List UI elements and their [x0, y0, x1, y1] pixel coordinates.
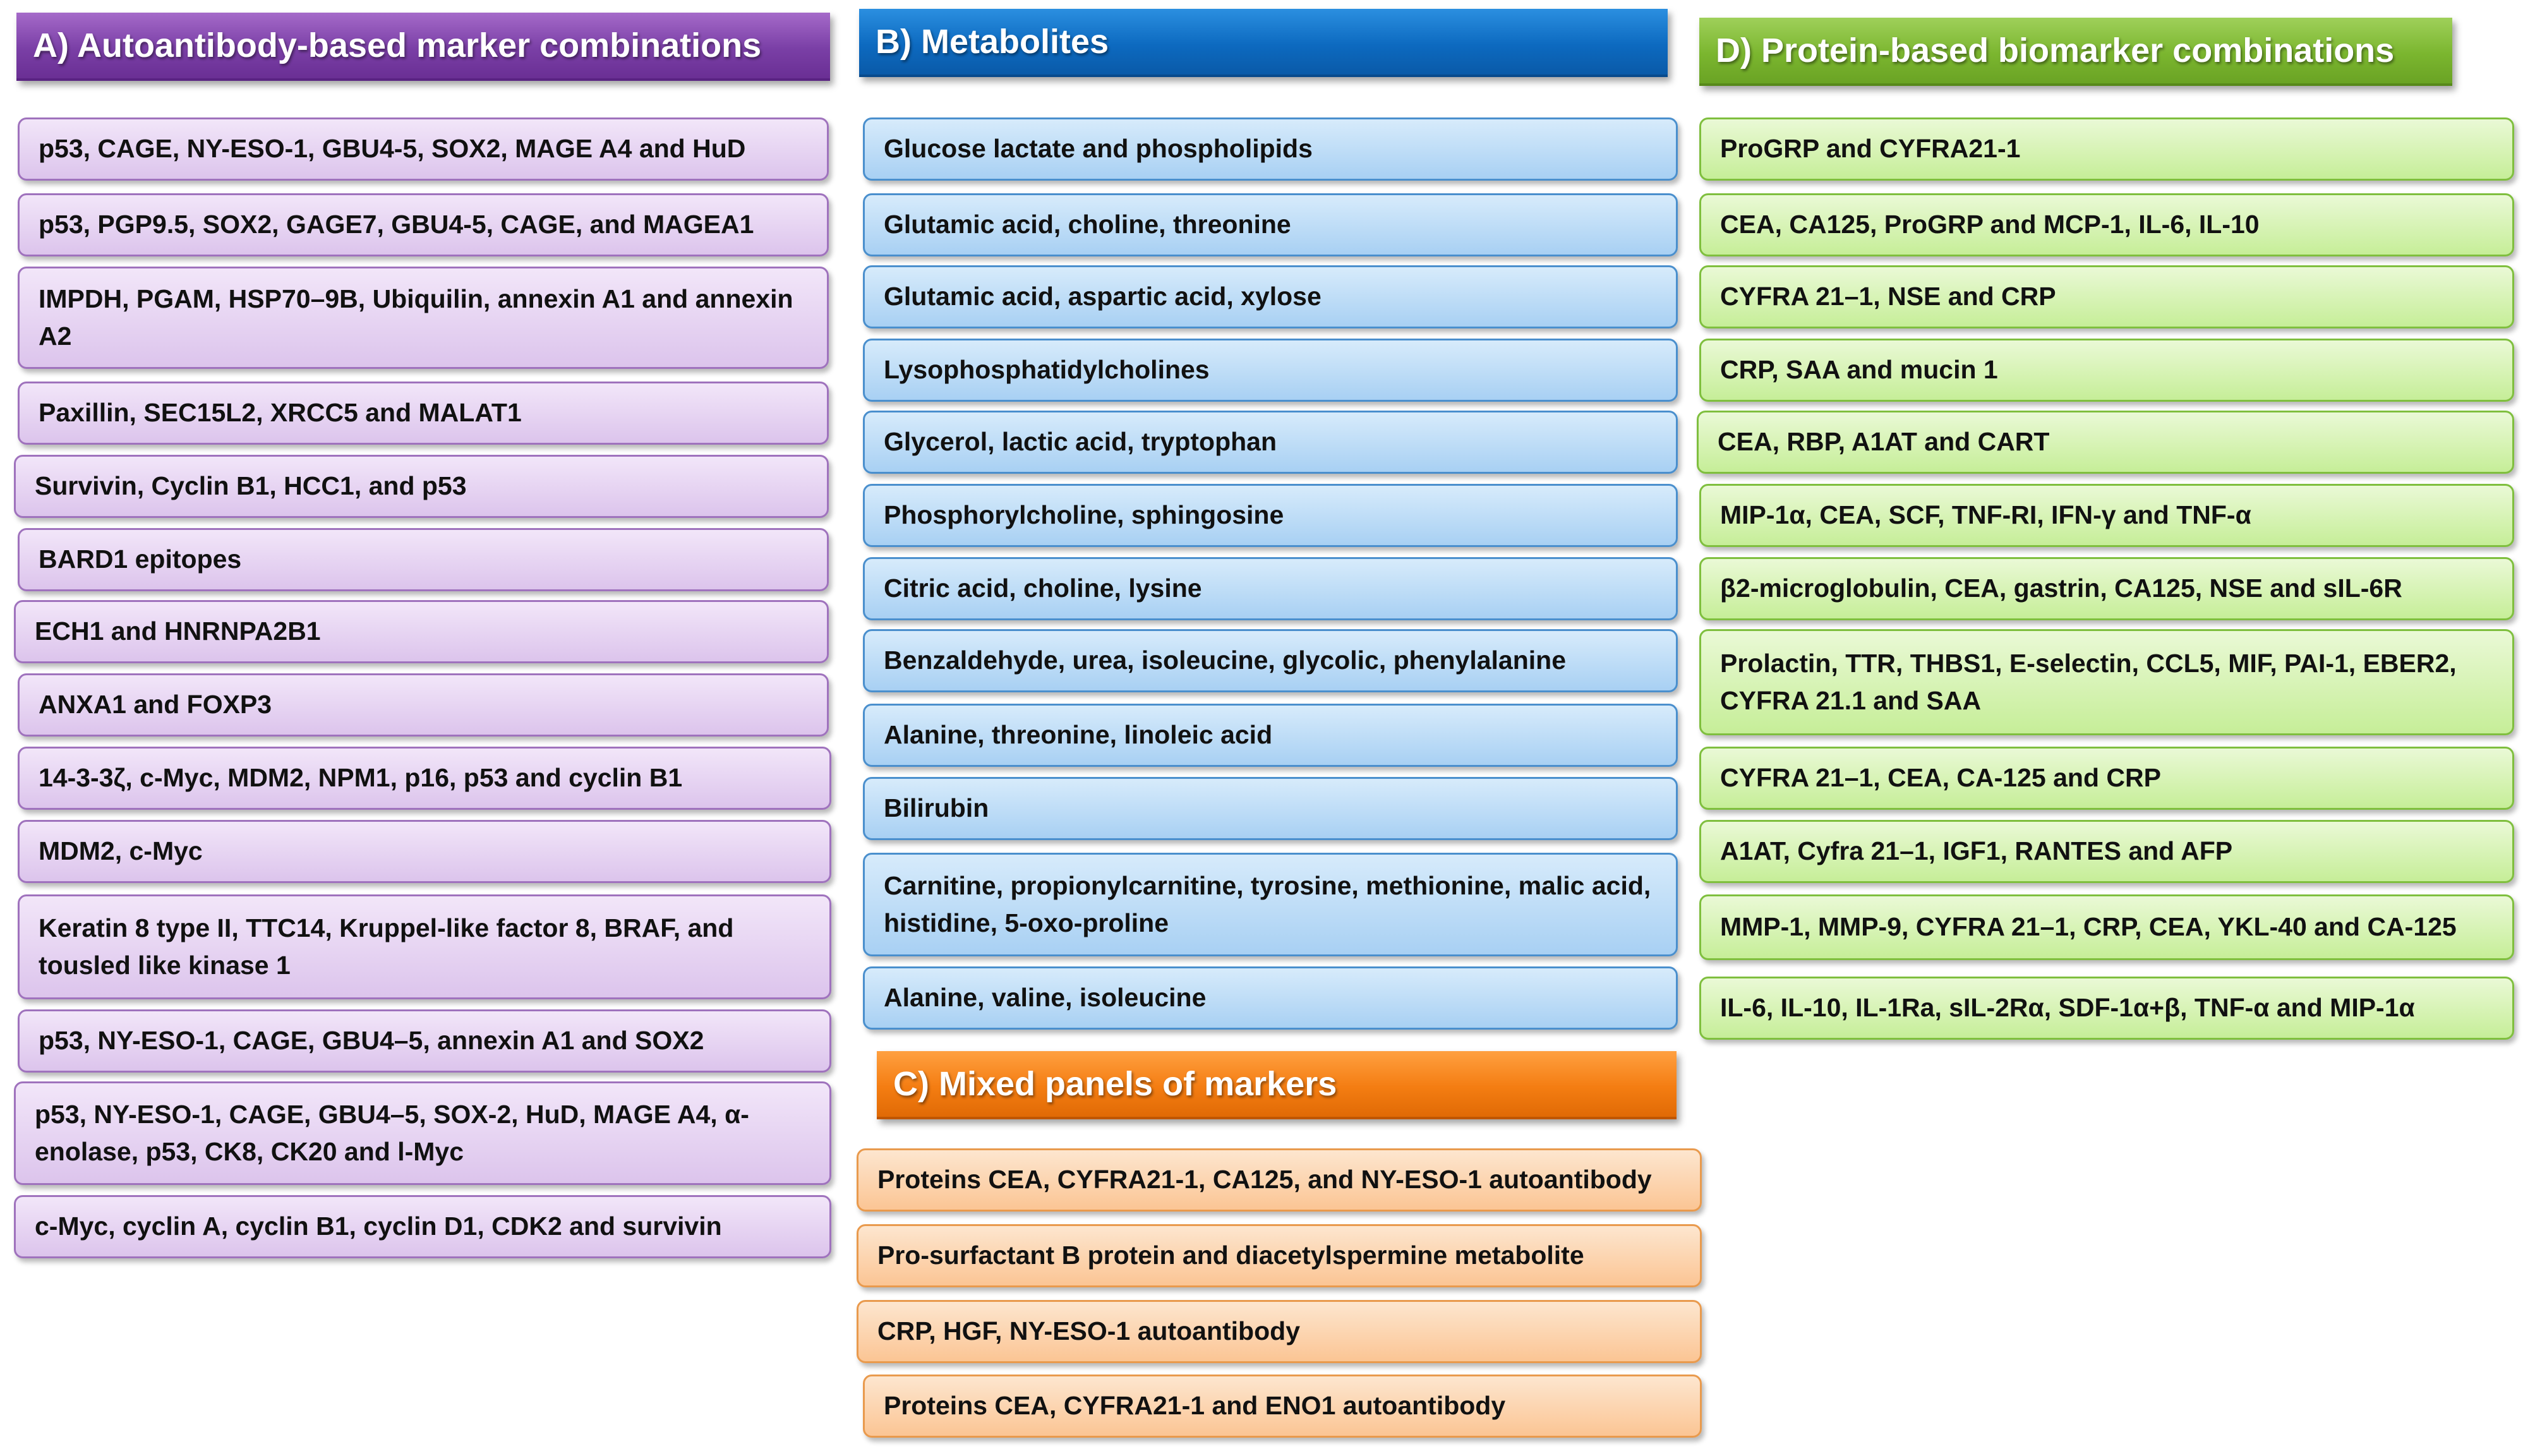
panel-b-title: B) Metabolites [859, 9, 1668, 77]
panel-a-item: ANXA1 and FOXP3 [18, 673, 829, 737]
panel-a-item: p53, NY-ESO-1, CAGE, GBU4–5, annexin A1 … [18, 1009, 831, 1073]
panel-d-item: Prolactin, TTR, THBS1, E-selectin, CCL5,… [1699, 629, 2514, 735]
panel-c-item: Proteins CEA, CYFRA21-1, CA125, and NY-E… [857, 1148, 1702, 1212]
panel-d-item: CYFRA 21–1, CEA, CA-125 and CRP [1699, 747, 2514, 810]
panel-b-item: Bilirubin [863, 777, 1678, 840]
panel-c-item: Pro-surfactant B protein and diacetylspe… [857, 1224, 1702, 1287]
panel-c-item: CRP, HGF, NY-ESO-1 autoantibody [857, 1300, 1702, 1363]
panel-b-item: Phosphorylcholine, sphingosine [863, 484, 1678, 547]
panel-d-title: D) Protein-based biomarker combinations [1699, 18, 2452, 86]
panel-a-item: MDM2, c-Myc [18, 820, 831, 883]
panel-d-item: IL-6, IL-10, IL-1Ra, sIL-2Rα, SDF-1α+β, … [1699, 977, 2514, 1040]
panel-a-item: c-Myc, cyclin A, cyclin B1, cyclin D1, C… [14, 1195, 831, 1258]
panel-b-item: Citric acid, choline, lysine [863, 557, 1678, 620]
panel-d-item: MMP-1, MMP-9, CYFRA 21–1, CRP, CEA, YKL-… [1699, 894, 2514, 960]
panel-b-item: Alanine, valine, isoleucine [863, 966, 1678, 1030]
panel-a-item: p53, PGP9.5, SOX2, GAGE7, GBU4-5, CAGE, … [18, 193, 829, 256]
panel-d-item: β2-microglobulin, CEA, gastrin, CA125, N… [1699, 557, 2514, 620]
panel-d-item: MIP-1α, CEA, SCF, TNF-RI, IFN-γ and TNF-… [1699, 484, 2514, 547]
panel-b-item: Glycerol, lactic acid, tryptophan [863, 411, 1678, 474]
panel-b-item: Benzaldehyde, urea, isoleucine, glycolic… [863, 629, 1678, 692]
panel-d-item: CEA, CA125, ProGRP and MCP-1, IL-6, IL-1… [1699, 193, 2514, 256]
panel-d-item: ProGRP and CYFRA21-1 [1699, 117, 2514, 181]
panel-a-item: ECH1 and HNRNPA2B1 [14, 600, 829, 663]
panel-b-item: Glutamic acid, aspartic acid, xylose [863, 265, 1678, 328]
panel-b-item: Alanine, threonine, linoleic acid [863, 704, 1678, 767]
panel-d-item: CEA, RBP, A1AT and CART [1697, 411, 2514, 474]
panel-d-item: CRP, SAA and mucin 1 [1699, 339, 2514, 402]
panel-a-item: 14-3-3ζ, c-Myc, MDM2, NPM1, p16, p53 and… [18, 747, 831, 810]
panel-a-item: Keratin 8 type II, TTC14, Kruppel-like f… [18, 894, 831, 999]
panel-d-item: A1AT, Cyfra 21–1, IGF1, RANTES and AFP [1699, 820, 2514, 883]
panel-a-item: Paxillin, SEC15L2, XRCC5 and MALAT1 [18, 382, 829, 445]
panel-b-item: Lysophosphatidylcholines [863, 339, 1678, 402]
panel-b-item: Carnitine, propionylcarnitine, tyrosine,… [863, 853, 1678, 956]
panel-b-item: Glutamic acid, choline, threonine [863, 193, 1678, 256]
panel-a-item: IMPDH, PGAM, HSP70–9B, Ubiquilin, annexi… [18, 267, 829, 369]
panel-c-title: C) Mixed panels of markers [877, 1051, 1677, 1119]
panel-b-item: Glucose lactate and phospholipids [863, 117, 1678, 181]
panel-d-item: CYFRA 21–1, NSE and CRP [1699, 265, 2514, 328]
panel-c-item: Proteins CEA, CYFRA21-1 and ENO1 autoant… [863, 1375, 1702, 1438]
panel-a-item: p53, NY-ESO-1, CAGE, GBU4–5, SOX-2, HuD,… [14, 1081, 831, 1185]
panel-a-item: BARD1 epitopes [18, 528, 829, 591]
panel-a-item: p53, CAGE, NY-ESO-1, GBU4-5, SOX2, MAGE … [18, 117, 829, 181]
panel-a-title: A) Autoantibody-based marker combination… [16, 13, 830, 81]
panel-a-item: Survivin, Cyclin B1, HCC1, and p53 [14, 455, 829, 518]
